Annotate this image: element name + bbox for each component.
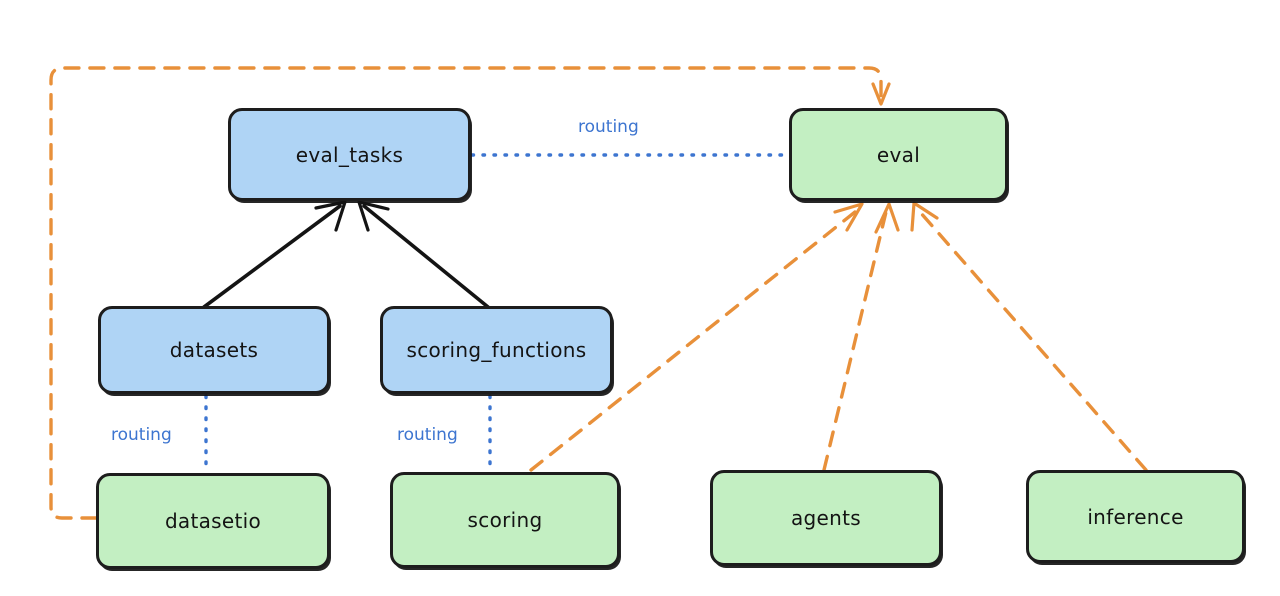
node-inference[interactable]: inference (1026, 470, 1245, 563)
edge-agents-to-eval (822, 210, 888, 472)
edge-datasetio-to-eval (49, 66, 883, 520)
edge-inference-to-eval (918, 210, 1148, 472)
node-label-eval-tasks: eval_tasks (295, 142, 404, 167)
edge-datasets-to-eval_tasks (202, 204, 342, 309)
node-datasets[interactable]: datasets (98, 306, 330, 394)
arrowhead-scoring-to-eval (833, 202, 864, 232)
edge-label-routing-datasets: routing (111, 425, 172, 445)
node-scoring-functions[interactable]: scoring_functions (380, 306, 613, 394)
node-eval[interactable]: eval (789, 108, 1008, 201)
arrowhead-datasetio-to-eval (871, 82, 891, 106)
arrowhead-agents-to-eval (874, 202, 900, 234)
arrowhead-datasets-to-eval_tasks (314, 200, 347, 232)
node-label-datasets: datasets (169, 338, 259, 362)
node-label-inference: inference (1087, 504, 1184, 529)
node-datasetio[interactable]: datasetio (96, 473, 330, 569)
arrowhead-inference-to-eval (910, 201, 939, 232)
node-label-eval: eval (876, 142, 921, 167)
edge-label-routing-eval: routing (578, 117, 639, 137)
node-label-scoring: scoring (467, 508, 543, 532)
node-scoring[interactable]: scoring (390, 472, 620, 568)
edge-scoring_functions-to-eval_tasks (362, 204, 490, 309)
arrowhead-scoring_functions-to-eval_tasks (357, 200, 390, 232)
node-eval-tasks[interactable]: eval_tasks (228, 108, 471, 201)
node-label-datasetio: datasetio (164, 509, 262, 533)
node-label-scoring-functions: scoring_functions (406, 338, 587, 362)
node-agents[interactable]: agents (710, 470, 942, 566)
node-label-agents: agents (791, 506, 861, 530)
edge-label-routing-scoring: routing (397, 425, 458, 445)
edge-scoring-to-eval (529, 210, 857, 472)
